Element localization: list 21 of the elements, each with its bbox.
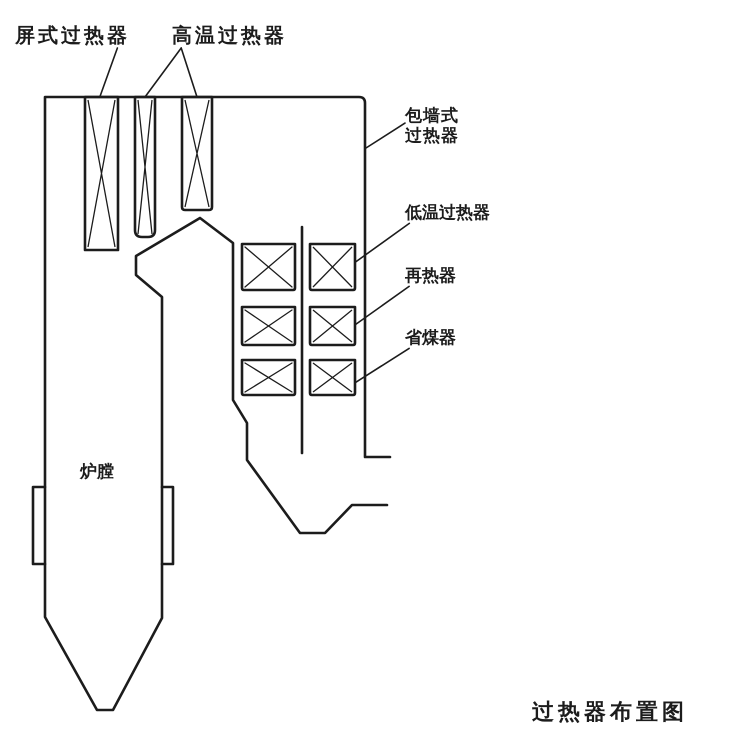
tube-panel [180,96,214,212]
part-label: 炉膛 [80,462,114,482]
tube-bank [308,306,356,346]
callout-label: 屏式过热器 [15,24,130,48]
tube-bank [308,358,356,396]
leader-line [354,222,410,264]
figure-caption: 过热器布置图 [532,699,688,726]
tube-panel [134,96,156,238]
tube-bank [308,242,356,292]
leader-line [180,47,198,98]
callout-label: 包墙式过热器 [405,106,463,147]
leader-line [354,286,410,326]
callout-label: 省煤器 [405,328,456,348]
callout-label: 再热器 [405,266,456,286]
callout-label: 高温过热器 [172,24,287,48]
leader-line [365,122,406,149]
tube-panel [84,96,120,252]
leader-line [354,348,410,384]
leader-line [144,47,182,98]
callout-label: 低温过热器 [405,203,490,224]
leader-line [99,47,118,98]
